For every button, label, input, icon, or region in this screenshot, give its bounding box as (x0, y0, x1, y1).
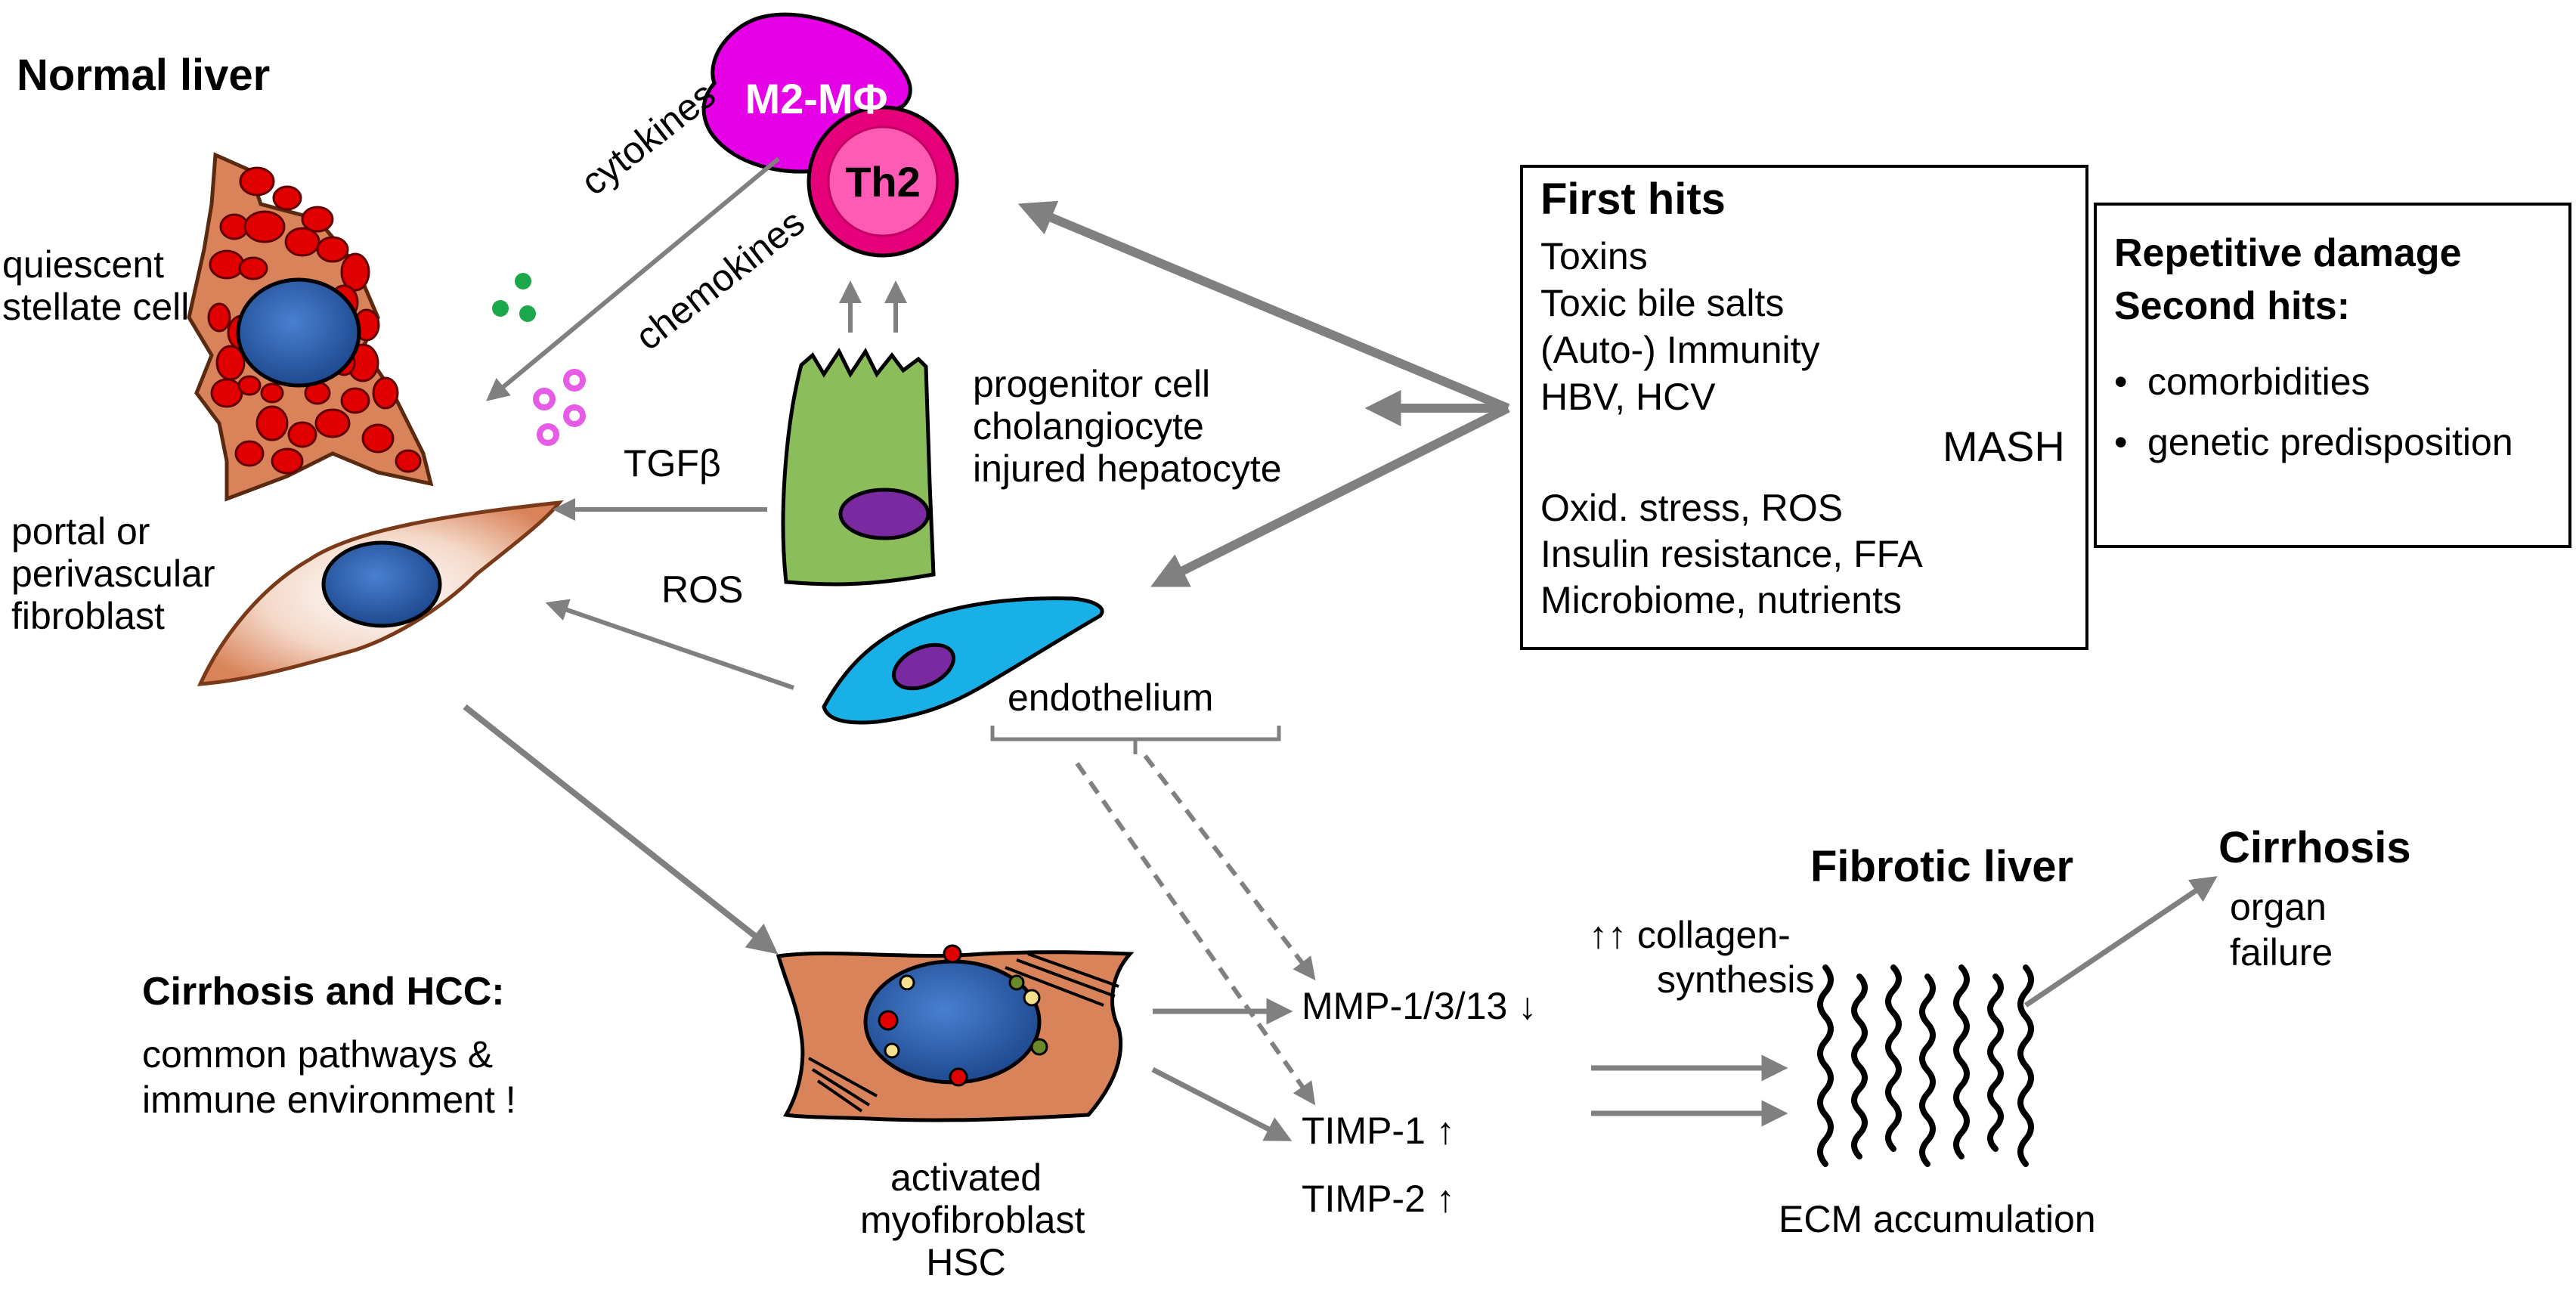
arrow-first-hits-to-immune (1017, 200, 1510, 413)
cirrhosis-hcc-text: common pathways & immune environment ! (142, 1033, 516, 1121)
ecm-accumulation-label: ECM accumulation (1779, 1198, 2096, 1240)
endothelium-label: endothelium (1008, 676, 1214, 719)
endothelium-bracket (990, 726, 1281, 754)
mmp-down-arrow: ↓ (1518, 985, 1537, 1027)
chemokine-dots (533, 369, 586, 446)
timp2-label: TIMP-2 ↑ (1302, 1178, 1455, 1220)
collagen-synthesis-label: ↑↑ collagen- synthesis (1589, 914, 1815, 1001)
dashed-arrow-to-mmp (1143, 754, 1316, 981)
normal-liver-title: Normal liver (17, 51, 271, 100)
arrow-myofibroblast-to-timp (1151, 1066, 1293, 1141)
macrophage-label: M2-MΦ (745, 75, 888, 122)
portal-fibroblast-cell (197, 500, 564, 686)
mash-label: MASH (1943, 423, 2065, 470)
second-hit-item: comorbidities (2114, 351, 2513, 412)
cirrhosis-hcc-title: Cirrhosis and HCC: (142, 970, 505, 1014)
th2-label: Th2 (845, 158, 921, 206)
first-hits-box (1520, 165, 2088, 650)
first-hits-title: First hits (1540, 175, 1726, 224)
arrow-macrophage-to-stellate (486, 156, 780, 401)
fibrotic-liver-title: Fibrotic liver (1810, 842, 2074, 891)
arrow-fibrotic-to-cirrhosis (2024, 876, 2218, 1008)
cirrhosis-title: Cirrhosis (2218, 823, 2411, 872)
myofibroblast-label: activated myofibroblast HSC (860, 1156, 1085, 1283)
arrow-first-hits-to-endothelium (1150, 404, 1510, 587)
repetitive-damage-heading: Repetitive damage Second hits: (2114, 231, 2462, 329)
progenitor-label: progenitor cell cholangiocyte injured he… (973, 363, 1282, 490)
dashed-arrow-to-timp (1075, 762, 1316, 1106)
second-hit-item: genetic predisposition (2114, 412, 2513, 472)
quiescent-stellate-cell (187, 152, 434, 502)
portal-fibroblast-label: portal or perivascular fibroblast (11, 510, 215, 637)
th2-cell (807, 105, 959, 258)
cytokine-dots (492, 273, 536, 322)
progenitor-cell-body (781, 348, 936, 587)
tgfb-label: TGFβ (624, 442, 721, 484)
mash-factors-list: Oxid. stress, ROS Insulin resistance, FF… (1540, 487, 1923, 621)
arrow-fibroblast-to-myofibroblast (463, 704, 779, 955)
timp1-label: TIMP-1 ↑ (1302, 1110, 1455, 1152)
second-hits-list: comorbidities genetic predisposition (2114, 351, 2513, 472)
arrow-ros (545, 599, 794, 690)
endothelium-cell (822, 596, 1104, 725)
mmp-label: MMP-1/3/13 ↓ (1302, 985, 1537, 1027)
quiescent-stellate-label: quiescent stellate cell (2, 243, 190, 328)
ros-label: ROS (661, 568, 744, 611)
organ-failure-label: organ failure (2230, 886, 2333, 974)
signal-arrows (463, 156, 2218, 1141)
first-hits-list: Toxins Toxic bile salts (Auto-) Immunity… (1540, 235, 1820, 418)
ecm-fibers (1817, 964, 2034, 1167)
timp1-up-arrow: ↑ (1435, 1110, 1455, 1152)
timp2-up-arrow: ↑ (1435, 1178, 1455, 1220)
myofibroblast-cell (776, 944, 1135, 1122)
